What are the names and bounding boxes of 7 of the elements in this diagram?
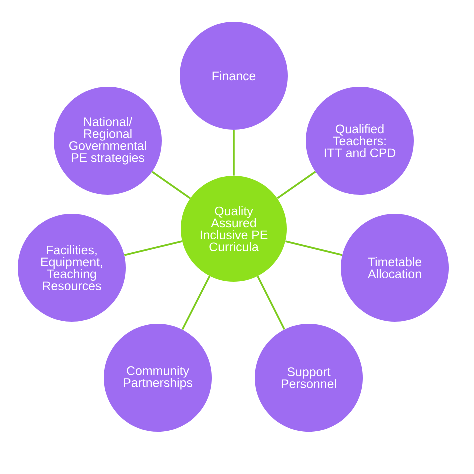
connector-line (152, 171, 191, 200)
connector-line (286, 240, 343, 256)
connector-line (257, 276, 286, 330)
connector-line (233, 130, 235, 176)
connector-line (124, 240, 182, 256)
connector-line (182, 276, 211, 330)
connector-line (277, 171, 316, 200)
